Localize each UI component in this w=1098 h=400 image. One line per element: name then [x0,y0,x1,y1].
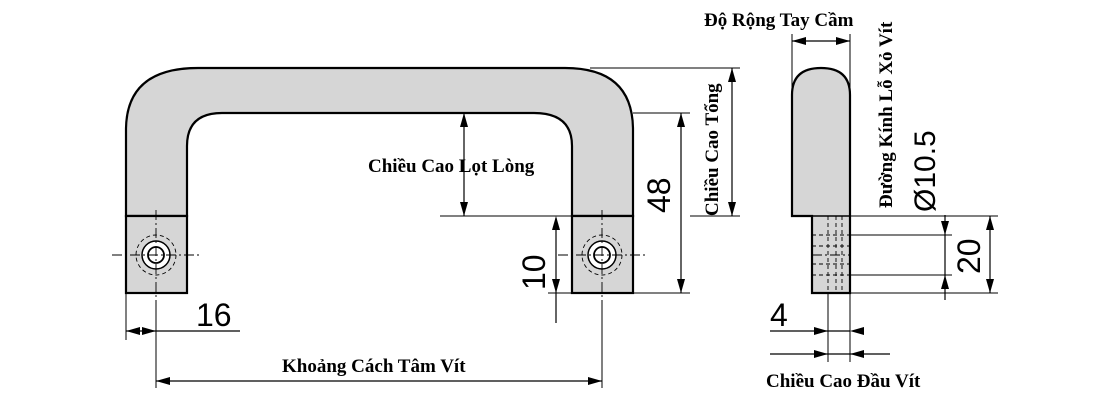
right-screw-hole [558,210,646,300]
handle-width-label: Độ Rộng Tay Cầm [704,10,854,31]
handle-body [124,66,635,218]
front-height-dimension [633,112,690,294]
total-height-dimension [590,67,740,217]
side-hidden-hole [812,216,850,293]
front-view: Chiều Cao Lọt Lòng 16 Khoảng Cách Tâm Ví… [112,66,740,388]
hole-offset-value: 16 [196,297,232,333]
leg-height-dimension [850,215,998,294]
handle-width-dimension [791,34,851,90]
screw-distance-dimension [156,300,603,388]
side-profile [790,66,852,295]
head-offset-value: 4 [770,297,788,333]
left-screw-hole [112,210,200,300]
screw-distance-label: Khoảng Cách Tâm Vít [282,356,466,377]
hole-diameter-value: Ø10.5 [909,130,942,212]
total-height-label: Chiều Cao Tổng [702,83,723,216]
screw-head-height-label: Chiều Cao Đầu Vít [766,371,921,392]
hole-diameter-dimension [850,215,952,300]
inner-height-label: Chiều Cao Lọt Lòng [368,156,535,177]
front-height-value: 48 [641,177,677,213]
screw-hole-diameter-label: Đường Kính Lỗ Xỏ Vít [876,21,897,208]
side-view: Độ Rộng Tay Cầm Đường Kính Lỗ Xỏ Vít Ø10… [704,10,998,392]
leg-height-value: 20 [951,238,987,274]
base-height-dimension [548,215,572,323]
head-offset-dimension [770,293,890,362]
base-height-value: 10 [516,254,552,290]
hole-offset-dimension [125,293,240,388]
